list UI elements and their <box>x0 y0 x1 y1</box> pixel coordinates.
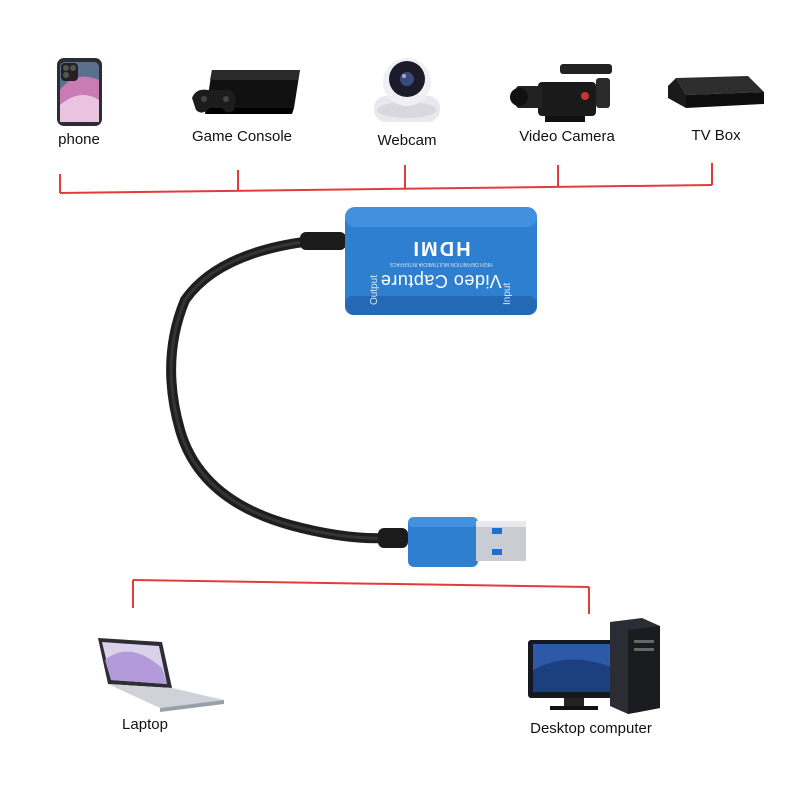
video-capture-device <box>345 207 537 315</box>
target-label-laptop: Laptop <box>122 716 168 733</box>
target-bracket <box>132 579 590 614</box>
source-label-game-console: Game Console <box>191 128 293 145</box>
desktop-computer-icon <box>528 618 660 714</box>
source-label-tv-box: TV Box <box>691 127 741 144</box>
game-console-icon <box>192 70 300 114</box>
usb-cable <box>166 232 408 548</box>
webcam-icon <box>374 58 440 122</box>
device-print: Input Output Video Capture HIGH DEFINITI… <box>345 207 537 315</box>
laptop-icon <box>98 638 224 712</box>
source-bracket <box>59 163 713 194</box>
source-label-phone: phone <box>58 131 100 148</box>
device-title: Video Capture <box>380 271 502 291</box>
phone-icon <box>57 58 102 126</box>
source-label-video-camera: Video Camera <box>519 128 615 145</box>
hdmi-logo: HDMI <box>411 237 471 259</box>
video-camera-icon <box>510 64 612 122</box>
usb-connector <box>408 517 526 567</box>
source-label-webcam: Webcam <box>377 132 437 149</box>
tv-box-icon <box>668 76 764 108</box>
device-fineprint: HIGH DEFINITION MULTIMEDIA INTERFACE <box>389 261 493 267</box>
target-label-desktop: Desktop computer <box>530 720 652 737</box>
